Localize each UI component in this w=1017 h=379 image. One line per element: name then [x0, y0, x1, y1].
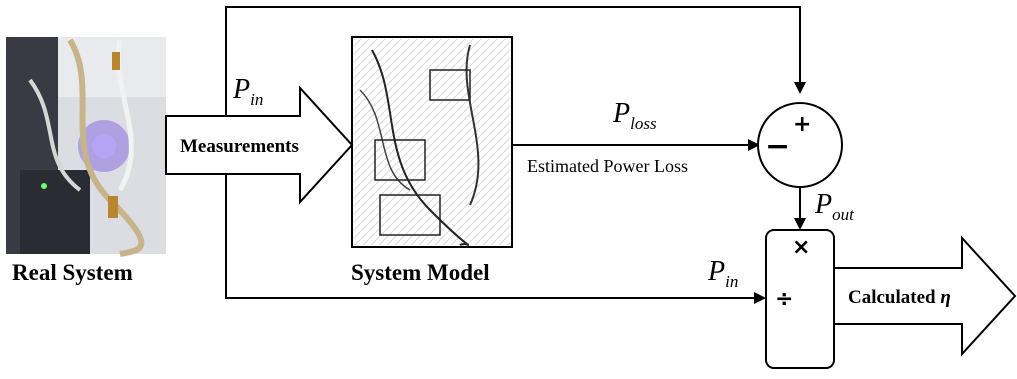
real-system-label: Real System: [12, 260, 133, 285]
measurements-label: Measurements: [180, 136, 299, 157]
system-model-image: [351, 36, 513, 248]
measurements-arrow: [165, 85, 354, 205]
bottom-pin-line: [225, 174, 766, 304]
calculated-eta-label: Calculated η: [848, 287, 951, 308]
p-out-label: Pout: [814, 189, 855, 224]
minus-sign: −: [765, 129, 790, 164]
top-feedback-line: [225, 6, 806, 116]
real-system-photo: [6, 37, 166, 257]
p-in-bottom-label: Pin: [707, 256, 738, 291]
system-model-label: System Model: [351, 260, 490, 285]
estimated-power-loss-label: Estimated Power Loss: [527, 156, 688, 176]
multiply-sign: ×: [792, 235, 810, 260]
plus-sign: +: [793, 112, 811, 137]
p-in-top-label: Pin: [232, 74, 263, 109]
output-arrow: [833, 235, 1017, 357]
p-loss-label: Ploss: [612, 98, 657, 133]
divide-sign: ÷: [775, 287, 793, 312]
